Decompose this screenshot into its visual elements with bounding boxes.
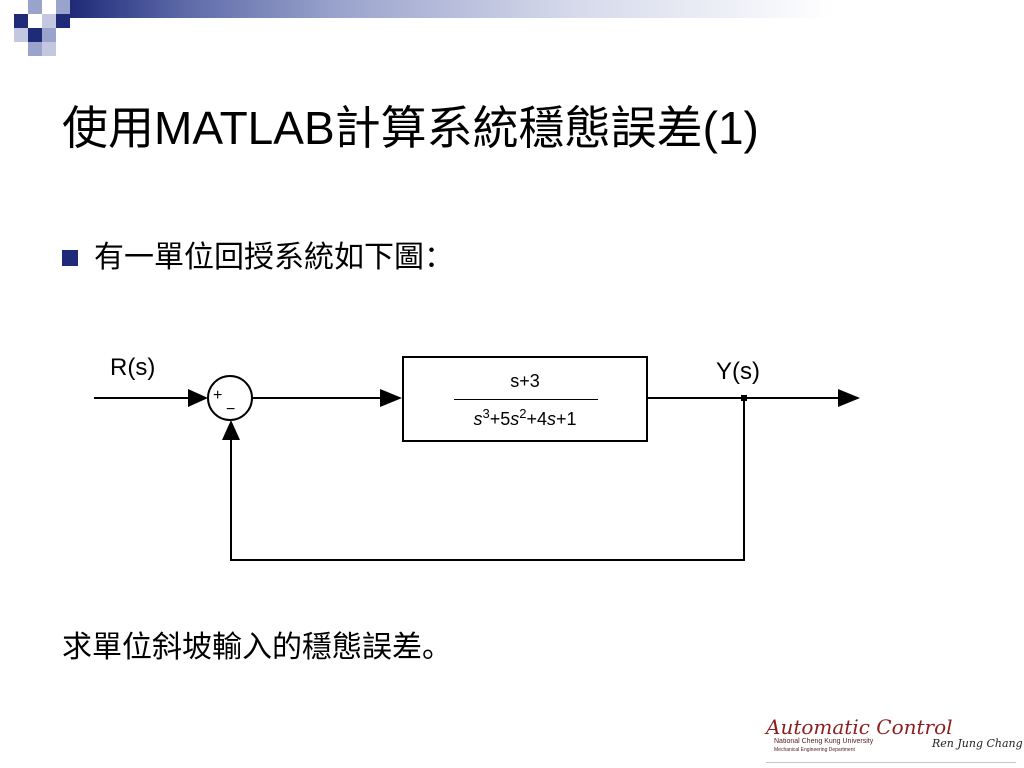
- logo-title: Automatic Control: [766, 715, 953, 739]
- decor-square: [14, 28, 28, 42]
- decor-square: [56, 0, 70, 14]
- title-matlab: MATLAB: [154, 102, 335, 154]
- tf-den-s2: s: [510, 409, 520, 429]
- decor-square: [28, 0, 42, 14]
- bullet-item: 有一單位回授系統如下圖：: [62, 236, 454, 280]
- sum-plus-sign: +: [213, 387, 223, 404]
- sum-minus-sign: −: [226, 401, 236, 418]
- arrowhead-input: [188, 389, 208, 407]
- title-cjk-body: 計算系統穩態誤差: [334, 101, 703, 155]
- title-suffix: (1): [702, 102, 759, 154]
- tf-den-exp2: 2: [519, 406, 527, 421]
- question-text: 求單位斜坡輸入的穩態誤差。: [62, 630, 452, 665]
- output-label: Y(s): [716, 358, 760, 385]
- tf-fraction-bar: [454, 399, 598, 400]
- course-logo: Automatic Control National Cheng Kung Un…: [766, 715, 1023, 766]
- tf-den-term4: +1: [556, 409, 577, 429]
- tf-den-exp3: 3: [482, 406, 490, 421]
- tf-den-term2: +5: [489, 409, 511, 429]
- arrowhead-feedback: [222, 420, 240, 440]
- decor-square: [42, 14, 56, 28]
- decor-square: [56, 14, 70, 28]
- slide-title: 使用MATLAB計算系統穩態誤差(1): [62, 98, 759, 158]
- takeoff-point: [741, 395, 747, 401]
- decor-square: [42, 28, 56, 42]
- logo-signature: Ren Jung Chang: [932, 737, 1023, 750]
- tf-denominator: s3+5s2+4s+1: [404, 406, 646, 430]
- decor-square: [28, 42, 42, 56]
- input-label: R(s): [110, 354, 156, 381]
- tf-numerator-text: s+3: [510, 371, 540, 391]
- title-cjk-prefix: 使用: [62, 101, 154, 155]
- bullet-square-icon: [62, 250, 78, 266]
- tf-den-term3: +4: [526, 409, 547, 429]
- arrowhead-output: [838, 389, 860, 407]
- decor-square: [14, 14, 28, 28]
- arrowhead-error: [380, 389, 402, 407]
- tf-den-s1: s: [473, 409, 483, 429]
- decor-square: [42, 42, 56, 56]
- logo-department: Mechanical Engineering Department: [774, 747, 855, 753]
- logo-divider: [766, 762, 1016, 763]
- decor-square: [28, 28, 42, 42]
- tf-numerator: s+3: [404, 370, 646, 392]
- transfer-function-block: s+3 s3+5s2+4s+1: [402, 356, 648, 442]
- header-gradient-band: [70, 0, 1024, 18]
- bullet-text: 有一單位回授系統如下圖：: [94, 240, 454, 275]
- tf-den-s3: s: [547, 409, 556, 429]
- logo-university: National Cheng Kung University: [774, 738, 874, 745]
